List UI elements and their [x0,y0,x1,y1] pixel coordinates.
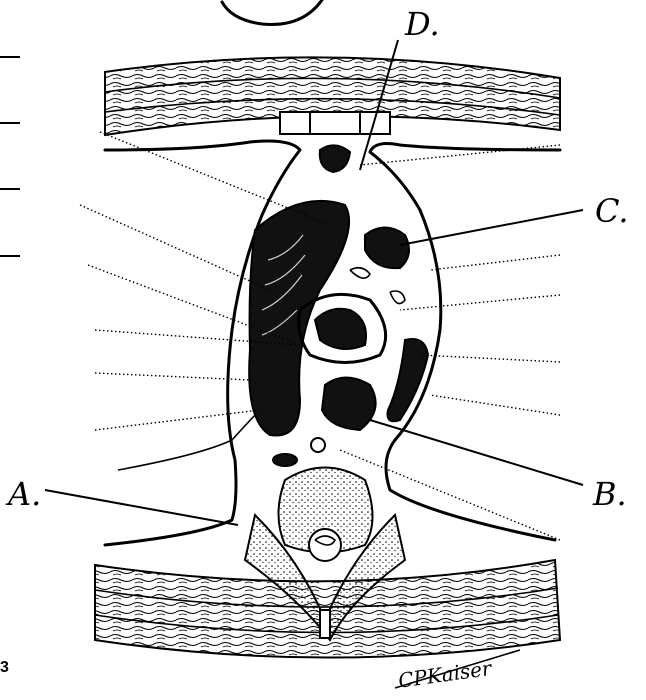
dorsal-vessel-c [365,228,409,269]
label-d: D. [404,5,440,43]
artist-signature: CPKaiser [397,656,495,693]
left-answer-lines [0,57,20,256]
page-fragment: 3 [0,659,9,676]
small-vessel-2 [390,291,405,304]
label-a: A. [5,475,41,513]
small-vessel-1 [350,268,370,278]
small-node-b [311,438,325,452]
top-organ-outline [222,0,322,25]
label-c: C. [595,192,629,230]
small-node-a [273,454,297,466]
label-b: B. [592,475,627,513]
esophagus [322,378,376,431]
leader-a [45,490,238,525]
upper-body-wall [105,57,560,135]
lower-body-wall [95,560,560,658]
leader-b [370,420,583,485]
right-lung-strip [388,339,429,421]
sternum-node-d [320,145,350,172]
